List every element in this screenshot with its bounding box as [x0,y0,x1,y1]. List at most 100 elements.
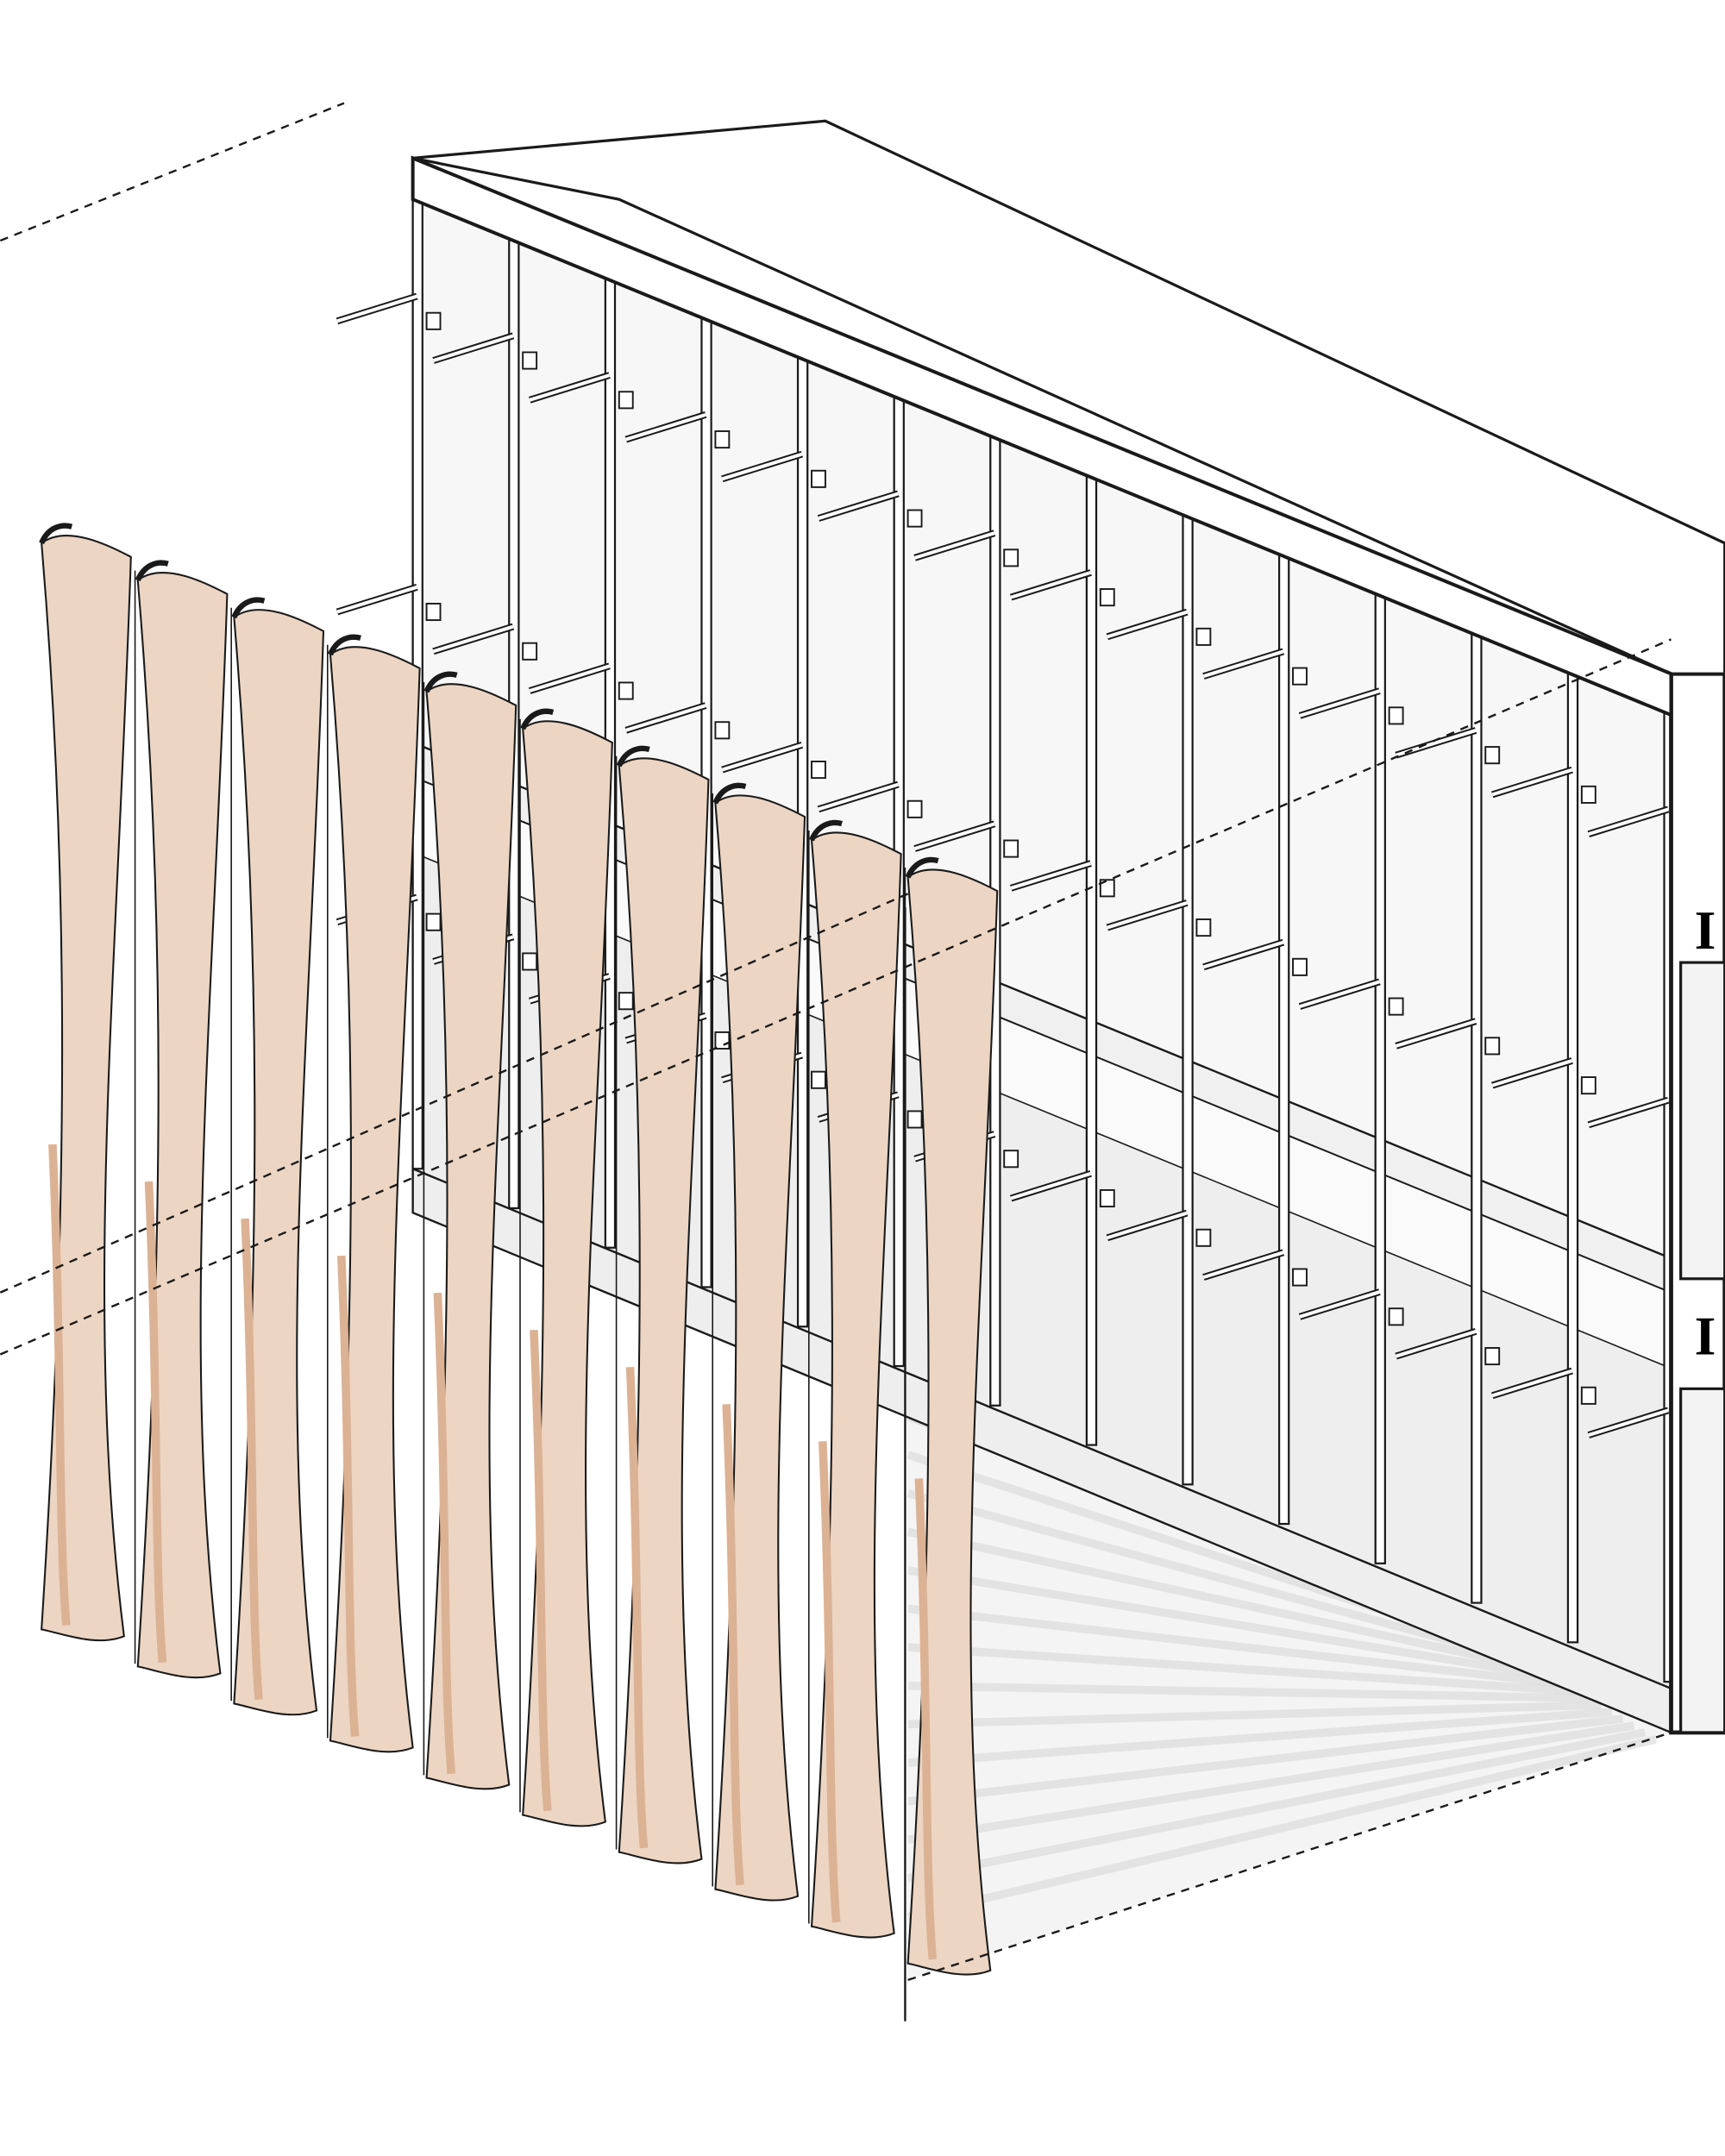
bracket-arm-inner [818,782,900,812]
mullion [1182,514,1194,1486]
bracket-arm-inner [1202,649,1284,679]
fin-edge [135,560,169,582]
ground-plane [907,1375,1672,1980]
beam-front [411,155,1673,718]
fin-shadow [907,1681,1590,1702]
bracket-arm-inner [625,704,706,732]
bracket-arm-inner [1010,570,1092,599]
fin-shadow [906,1735,1658,1921]
bracket-clip [906,509,923,528]
fin-shade [818,1441,841,1923]
fin-shadow [907,1643,1579,1695]
curtain-wall: II [336,197,1725,1735]
projection-line [907,1731,1672,1982]
bracket-clip [1388,1307,1404,1326]
bracket-arm-inner [1010,862,1092,890]
fin-shadow [906,1527,1547,1675]
bracket-clip [1195,1228,1212,1247]
bracket-clip [1292,667,1308,686]
bracket-clip [1195,918,1212,937]
fin-shadow [907,1701,1602,1729]
shading-fin [233,609,325,1716]
steel-beam-icon: I [1695,1305,1716,1366]
bracket-arm-inner [1299,689,1381,718]
shading-fin [41,535,132,1642]
fin-shade [625,1367,649,1849]
mullion [1374,592,1386,1564]
bracket-arm-inner [721,452,803,481]
bracket-arm-inner [1107,1211,1188,1240]
shading-fin [522,720,613,1827]
bracket-clip [618,992,634,1011]
bracket-clip [1484,1037,1501,1056]
bracket-clip [425,311,442,330]
fin-shadow [907,1714,1624,1806]
projection-lines [0,102,1672,1982]
fin-edge [712,782,747,805]
bracket-clip [1195,627,1212,646]
fin-shade [914,1478,938,1960]
bracket-clip [522,952,538,971]
fin-shadow [906,1566,1558,1682]
fin-shadow [907,1708,1613,1767]
bracket-arm-inner [721,743,803,772]
bracket-arm-inner [1588,1408,1669,1437]
fin-shade [144,1181,167,1664]
bracket-clip [1099,588,1115,607]
bracket-arm-inner [1202,1250,1284,1279]
bracket-arm-inner [625,412,706,442]
bracket-clip [1292,957,1308,976]
bracket-arm-inner [529,373,611,402]
fin-edge [520,708,555,730]
fin-shade [722,1404,744,1886]
fin-shadow [906,1489,1536,1668]
section-panel [1679,961,1725,1281]
bracket-clip [425,602,442,622]
bracket-clip [714,721,731,740]
projection-line [0,638,1672,1356]
bracket-arm-inner [336,585,418,614]
bracket-arm-inner [1588,1098,1669,1127]
bracket-clip [1484,1347,1501,1366]
shading-fin [425,683,518,1790]
bracket-clip [811,469,826,488]
bracket-clip [1003,548,1019,567]
bracket-arm-inner [1202,940,1284,969]
mullion [1471,632,1483,1604]
mullion [1566,672,1579,1644]
bracket-arm-inner [913,822,995,850]
steel-beam-icon: I [1695,899,1716,961]
mullion [1085,474,1098,1446]
fin-shade [241,1218,263,1701]
bracket-clip [522,351,538,370]
bracket-clip [811,1070,826,1089]
section-concrete [1679,1387,1725,1734]
bracket-arm-inner [432,334,514,362]
fin-shade [433,1292,456,1775]
bracket-clip [1099,1188,1115,1208]
fin-edge [328,634,361,656]
bracket-arm-inner [1396,1019,1477,1048]
bracket-clip [1580,785,1596,804]
bracket-arm-inner [1491,1369,1573,1398]
bracket-arm-inner [1299,1290,1381,1319]
bracket-clip [1580,1386,1596,1405]
bracket-clip [1099,879,1115,898]
fin-edge [423,671,458,693]
bracket-clip [522,642,538,661]
bracket-arm-inner [913,531,995,560]
bracket-arm-inner [1107,610,1188,639]
fin-edge [231,597,266,619]
fin-edge [616,745,650,768]
bracket-arm-inner [336,294,418,323]
fin-shade [336,1255,360,1738]
fin-edge [809,819,843,842]
projection-line [0,102,345,242]
bracket-clip [714,1031,731,1050]
bracket-arm-inner [1396,1329,1477,1358]
bracket-clip [1580,1076,1596,1095]
fin-shadow [906,1728,1647,1883]
bracket-arm-inner [1299,980,1381,1008]
